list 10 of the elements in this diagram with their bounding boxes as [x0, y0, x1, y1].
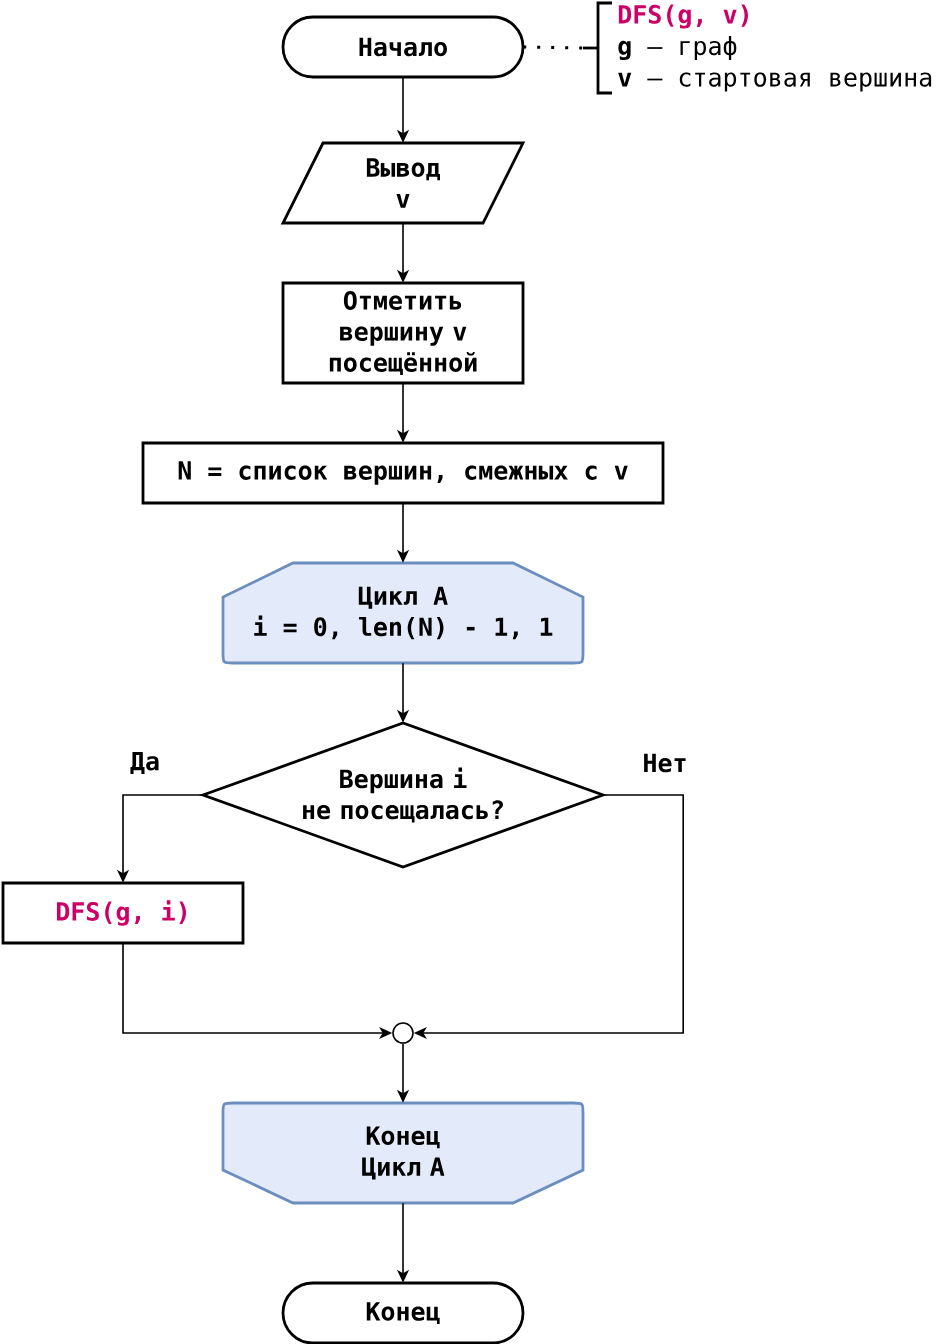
edge-label: Да [130, 751, 159, 775]
start-terminal: Начало [281, 15, 525, 79]
end-terminal: Конец [281, 1281, 525, 1344]
annotation-note: DFS(g, v) g – граф v – стартовая вершина [583, 1, 932, 95]
process-box: Отметить вершину v посещённой [281, 281, 525, 385]
dotted-line [523, 45, 584, 50]
edge-label: Нет [644, 753, 686, 773]
junction-circle [392, 1022, 414, 1044]
process-box: DFS(g, i) [1, 881, 245, 945]
process-box: N = список вершин, смежных с v [141, 441, 665, 505]
